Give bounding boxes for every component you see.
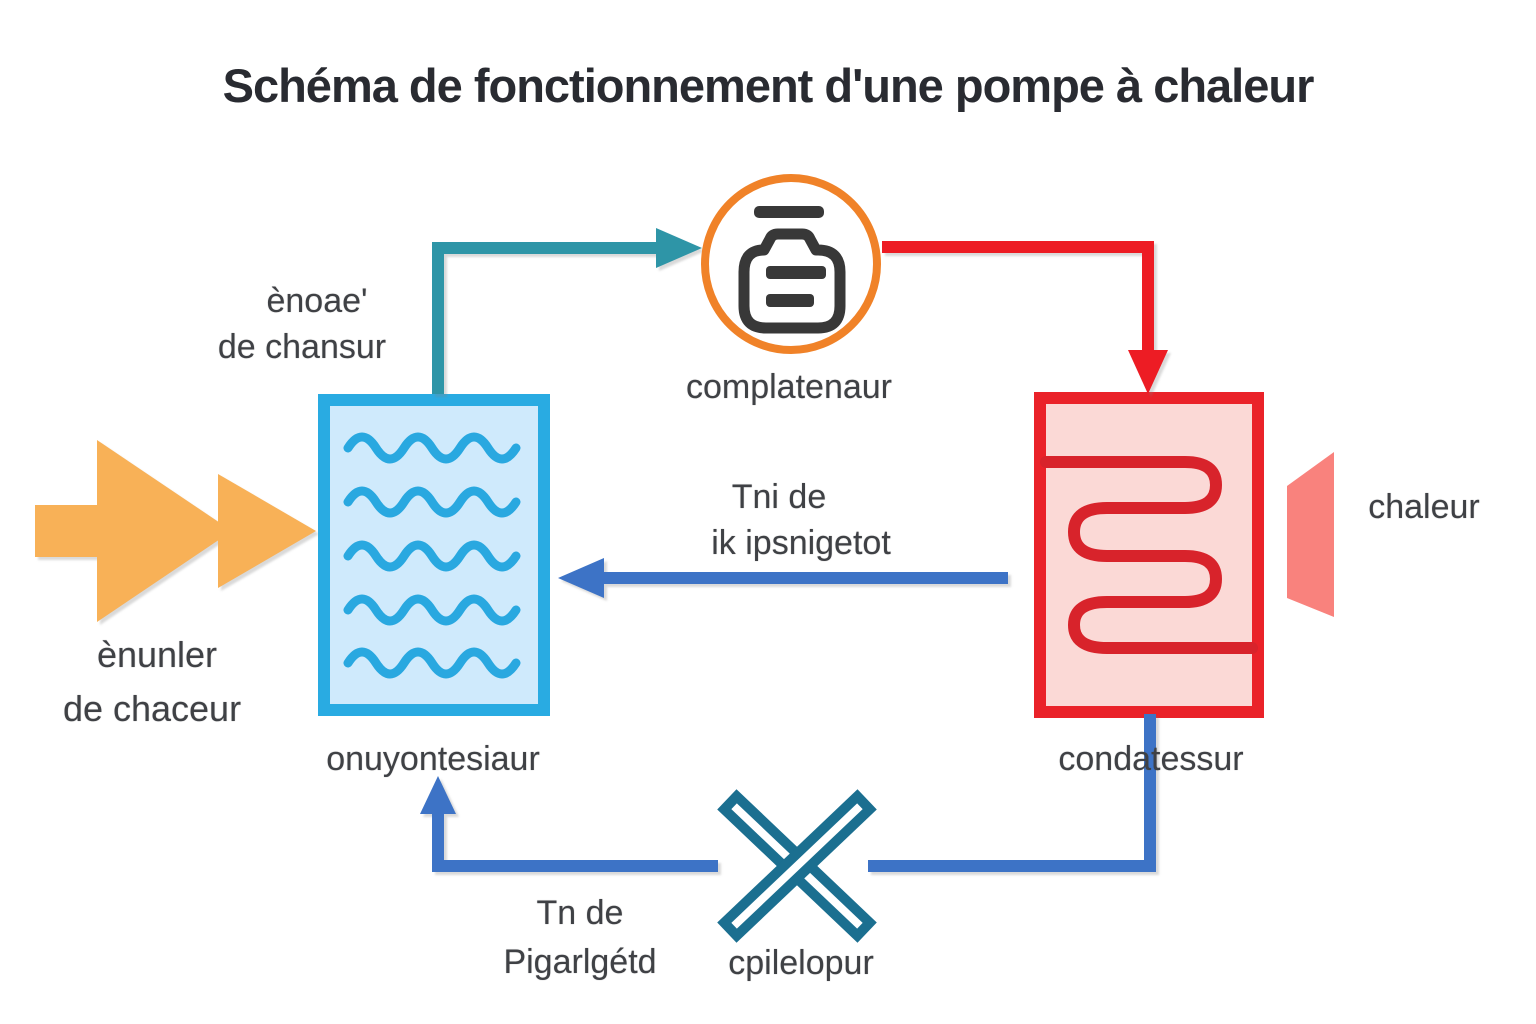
page-title: Schéma de fonctionnement d'une pompe à c… bbox=[222, 59, 1315, 112]
heat-output-icon bbox=[1287, 452, 1334, 617]
evaporator-label: onuyontesiaur bbox=[326, 740, 540, 778]
hot-gas-arrow-icon bbox=[882, 241, 1168, 394]
liquid-return-arrow-icon bbox=[558, 558, 1008, 598]
heat-source-arrow-icon bbox=[35, 440, 316, 622]
compressor-label: complatenaur bbox=[685, 368, 893, 406]
condenser-label: condatessur bbox=[1058, 740, 1244, 778]
source-left-label-line1: ènunler bbox=[96, 634, 218, 675]
source-top-label-line2: de chansur bbox=[217, 328, 387, 366]
valve-label: cpilelopur bbox=[728, 944, 874, 982]
expansion-valve-icon bbox=[717, 789, 877, 943]
coil-icon bbox=[1040, 456, 1258, 654]
heat-output-label: chaleur bbox=[1368, 488, 1480, 526]
expansion-label-line1: Tn de bbox=[536, 894, 624, 932]
waves-icon bbox=[343, 432, 521, 679]
refrigerant-flow-label-line1: Tni de bbox=[731, 478, 827, 516]
expansion-label-line2: Pigarlgétd bbox=[503, 943, 657, 981]
evaporator-box bbox=[318, 394, 550, 716]
bottom-loop-arrow-icon bbox=[420, 714, 1156, 872]
refrigerant-flow-label-line2: ik ipsnigetot bbox=[711, 524, 891, 562]
source-top-label-line1: ènoae' bbox=[266, 282, 368, 320]
source-left-label-line2: de chaceur bbox=[62, 688, 242, 729]
cold-gas-arrow-icon bbox=[432, 228, 702, 394]
compressor-icon bbox=[701, 174, 881, 354]
condenser-box bbox=[1034, 392, 1264, 718]
